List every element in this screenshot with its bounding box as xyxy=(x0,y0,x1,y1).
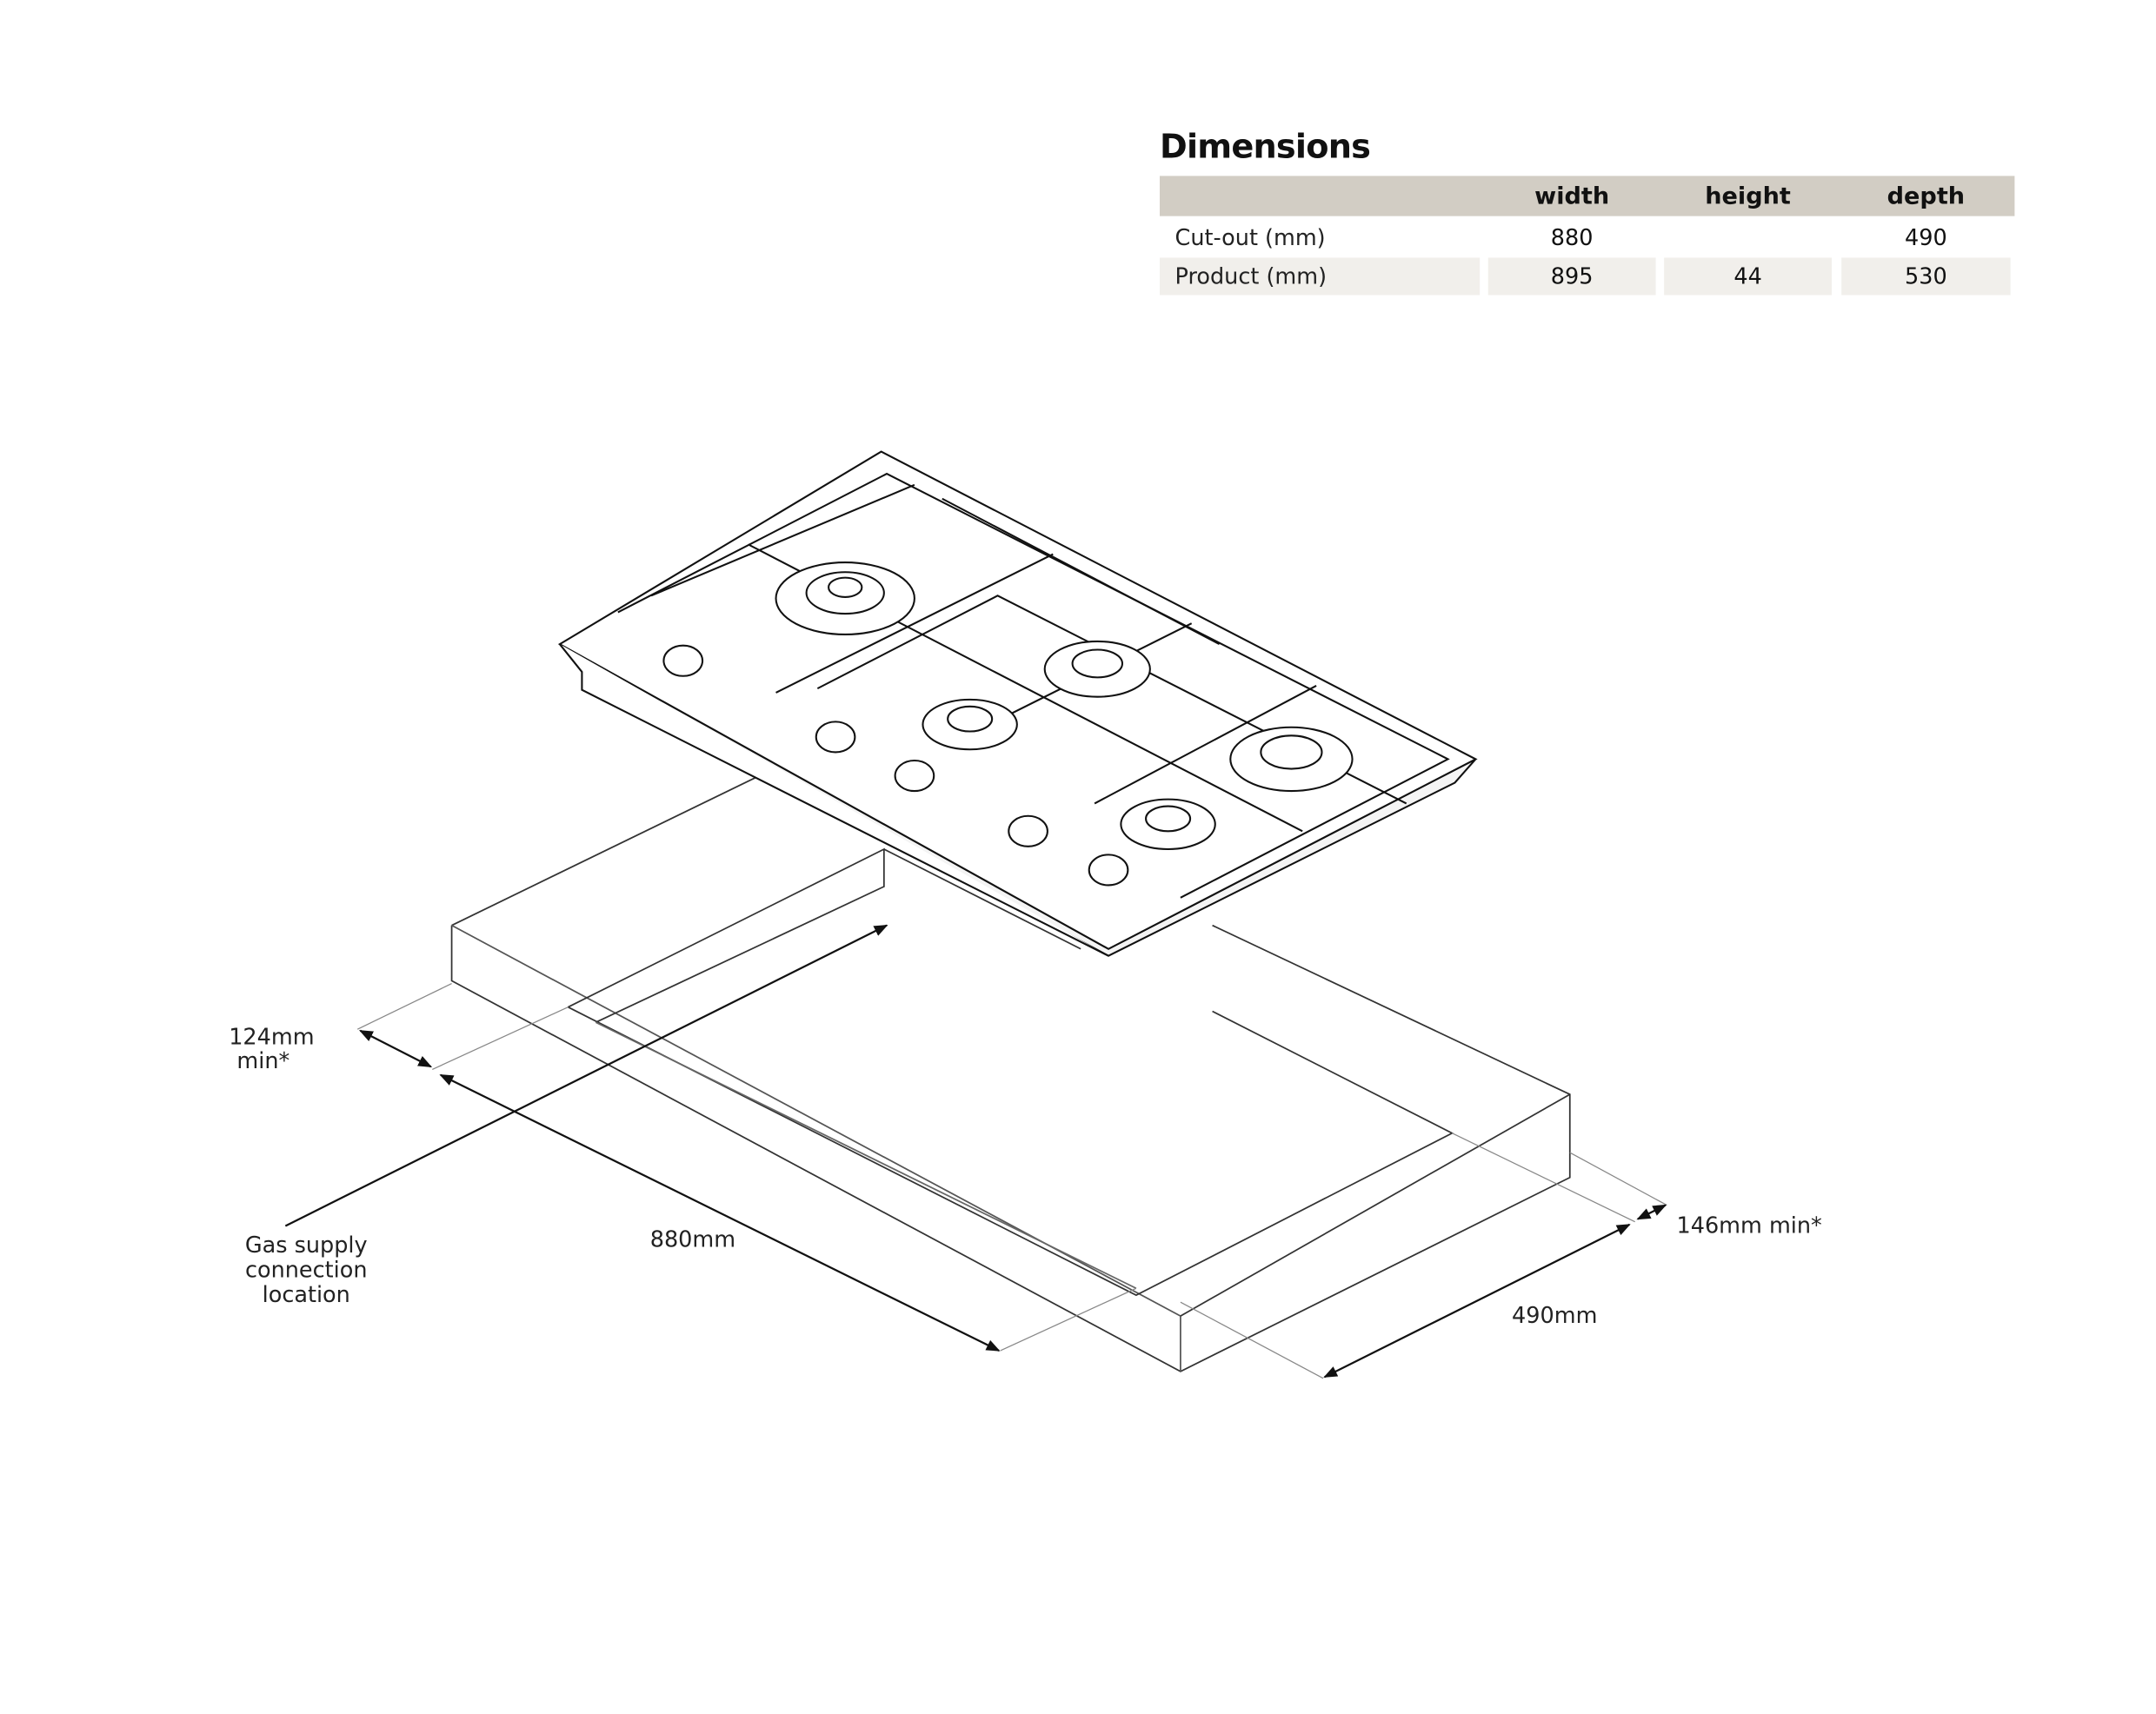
row-label: Cut-out (mm) xyxy=(1174,224,1326,251)
cell-width: 880 xyxy=(1550,224,1594,251)
cell-width: 895 xyxy=(1487,257,1656,296)
extension-lines xyxy=(356,983,1667,1379)
table-header: width height depth xyxy=(1160,176,2015,216)
cell-height: 44 xyxy=(1664,257,1833,296)
row-label: Product (mm) xyxy=(1160,257,1481,296)
header-height: height xyxy=(1705,183,1791,211)
cooktop xyxy=(557,450,1478,957)
gas-label-line: Gas supply xyxy=(244,1231,368,1259)
knob-icon xyxy=(894,759,935,793)
page-title: Dimensions xyxy=(1160,127,1371,167)
left-clearance-label: 124mm min* xyxy=(222,1025,322,1073)
dimension-arrows xyxy=(284,924,1667,1379)
knob-icon xyxy=(1088,854,1129,887)
header-depth: depth xyxy=(1886,183,1966,211)
knob-icon xyxy=(662,644,704,677)
header-width: width xyxy=(1534,183,1610,211)
knob-icon xyxy=(1008,814,1048,847)
gas-supply-label: Gas supply connection location xyxy=(222,1232,390,1307)
control-knobs xyxy=(662,644,1129,887)
gas-label-line: location xyxy=(262,1281,350,1308)
cell-depth: 490 xyxy=(1905,224,1947,251)
table-row: Product (mm) 895 44 530 xyxy=(1160,257,2014,296)
gas-label-line: connection xyxy=(244,1256,368,1283)
knob-icon xyxy=(815,721,856,754)
burners xyxy=(775,561,1354,851)
width-label: 880mm xyxy=(649,1226,736,1252)
left-clearance-note: min* xyxy=(236,1046,290,1074)
left-clearance-value: 124mm xyxy=(229,1023,315,1051)
table-row: Cut-out (mm) 880 490 xyxy=(1160,219,2014,256)
cell-depth: 530 xyxy=(1841,257,2011,296)
depth-label: 490mm xyxy=(1512,1302,1598,1329)
back-clearance-label: 146mm min* xyxy=(1676,1212,1822,1239)
